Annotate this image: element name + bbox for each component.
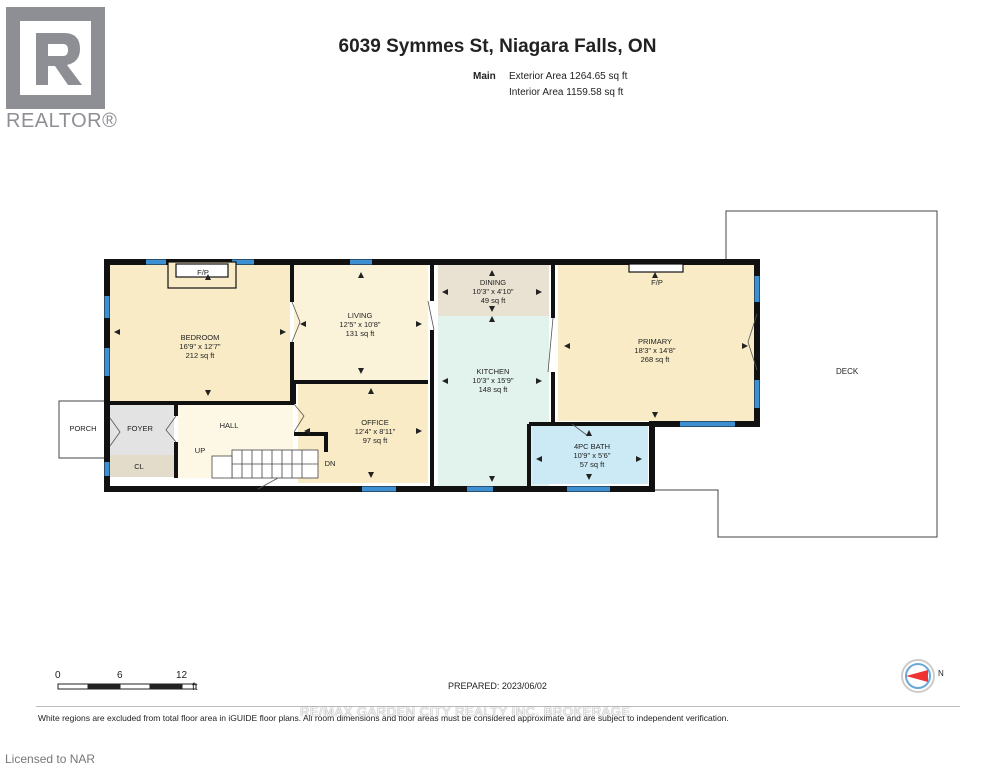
disclaimer-note: White regions are excluded from total fl… bbox=[38, 713, 729, 723]
realtor-logo bbox=[6, 7, 105, 109]
doors bbox=[109, 300, 758, 490]
prepared-date: PREPARED: 2023/06/02 bbox=[448, 681, 547, 691]
deck-label: DECK bbox=[836, 367, 859, 376]
compass-north-label: N bbox=[938, 669, 944, 678]
bath-label: 4PC BATH 10'9" x 5'6" 57 sq ft bbox=[573, 442, 611, 469]
foyer-label: FOYER bbox=[127, 424, 153, 433]
living-fill bbox=[294, 265, 428, 380]
porch-label: PORCH bbox=[69, 424, 97, 433]
compass-icon bbox=[901, 659, 935, 693]
interior-walls bbox=[110, 262, 652, 489]
windows bbox=[104, 259, 760, 492]
dining-label: DINING 10'3" x 4'10" 49 sq ft bbox=[472, 278, 514, 305]
closet-label: CL bbox=[134, 462, 144, 471]
office-label: OFFICE 12'4" x 8'11" 97 sq ft bbox=[354, 418, 396, 445]
exterior-area: Exterior Area 1264.65 sq ft bbox=[509, 71, 628, 82]
foyer-fill bbox=[110, 405, 174, 455]
brokerage-watermark: RE/MAX GARDEN CITY REALTY INC, BROKERAGE bbox=[300, 704, 631, 719]
living-label: LIVING 12'5" x 10'8" 131 sq ft bbox=[339, 311, 381, 338]
floor-name: Main bbox=[473, 71, 496, 82]
kitchen-label: KITCHEN 10'3" x 15'9" 148 sq ft bbox=[472, 367, 514, 394]
page-title: 6039 Symmes St, Niagara Falls, ON bbox=[338, 36, 657, 57]
licensed-label: Licensed to NAR bbox=[5, 752, 96, 766]
stairs-down-label: DN bbox=[324, 459, 336, 468]
staircase bbox=[211, 449, 319, 479]
fireplaces bbox=[167, 261, 684, 289]
scale-tick-12: 12 bbox=[176, 670, 188, 681]
interior-area: Interior Area 1159.58 sq ft bbox=[509, 87, 624, 98]
stairs-up-label: UP bbox=[194, 446, 206, 455]
primary-label: PRIMARY 18'3" x 14'8" 268 sq ft bbox=[634, 337, 676, 364]
scale-tick-6: 6 bbox=[117, 670, 123, 681]
dimension-arrows bbox=[114, 270, 748, 482]
scale-tick-0: 0 bbox=[55, 670, 61, 681]
bedroom-label: BEDROOM 16'9" x 12'7" 212 sq ft bbox=[179, 333, 221, 360]
scale-unit: ft bbox=[192, 682, 198, 693]
fireplace-label-primary: F/P bbox=[651, 278, 663, 287]
footer-divider bbox=[36, 706, 960, 707]
realtor-wordmark: REALTOR® bbox=[6, 110, 118, 132]
closet-fill bbox=[110, 455, 174, 477]
scale-bar bbox=[57, 683, 197, 690]
fireplace-label-bedroom: F/P bbox=[197, 268, 209, 277]
hall-label: HALL bbox=[219, 421, 239, 430]
primary-fill bbox=[558, 264, 754, 421]
